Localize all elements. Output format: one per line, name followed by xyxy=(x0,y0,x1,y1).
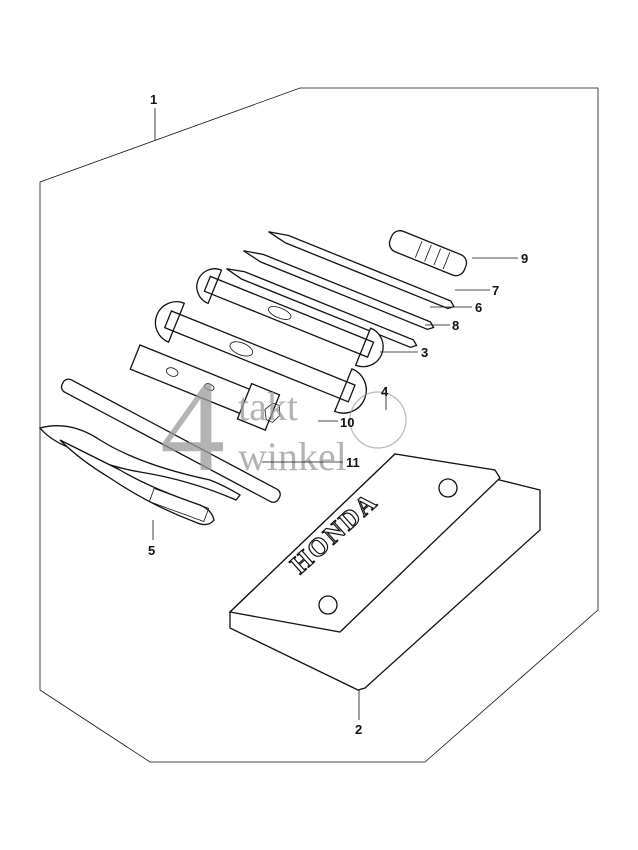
watermark-line1: takt xyxy=(238,384,298,429)
callout-11: 11 xyxy=(346,455,360,470)
watermark-line2: winkel xyxy=(238,434,347,479)
box-spanner-10 xyxy=(129,344,281,431)
open-end-wrench-3 xyxy=(154,301,367,414)
callout-8: 8 xyxy=(452,318,459,333)
pliers-5 xyxy=(38,425,241,526)
callout-5: 5 xyxy=(148,543,155,558)
callout-9: 9 xyxy=(521,251,528,266)
callout-4: 4 xyxy=(381,384,389,399)
callout-10: 10 xyxy=(340,415,354,430)
callout-2: 2 xyxy=(355,722,362,737)
kit-boundary-outline xyxy=(39,87,599,763)
tool-pouch-2: HONDA xyxy=(228,453,541,691)
callout-6: 6 xyxy=(475,300,482,315)
callout-7: 7 xyxy=(492,283,499,298)
callout-3: 3 xyxy=(421,345,428,360)
callout-1: 1 xyxy=(150,92,157,107)
watermark-numeral: 4 xyxy=(160,355,225,499)
screwdriver-handle-9 xyxy=(388,230,468,277)
tommy-bar-11 xyxy=(60,378,281,503)
screwdriver-shaft-8 xyxy=(226,268,418,349)
screwdriver-shaft-6 xyxy=(243,250,435,331)
watermark-logo: 4 takt winkel xyxy=(160,355,407,499)
open-end-wrench-upper xyxy=(196,268,384,368)
